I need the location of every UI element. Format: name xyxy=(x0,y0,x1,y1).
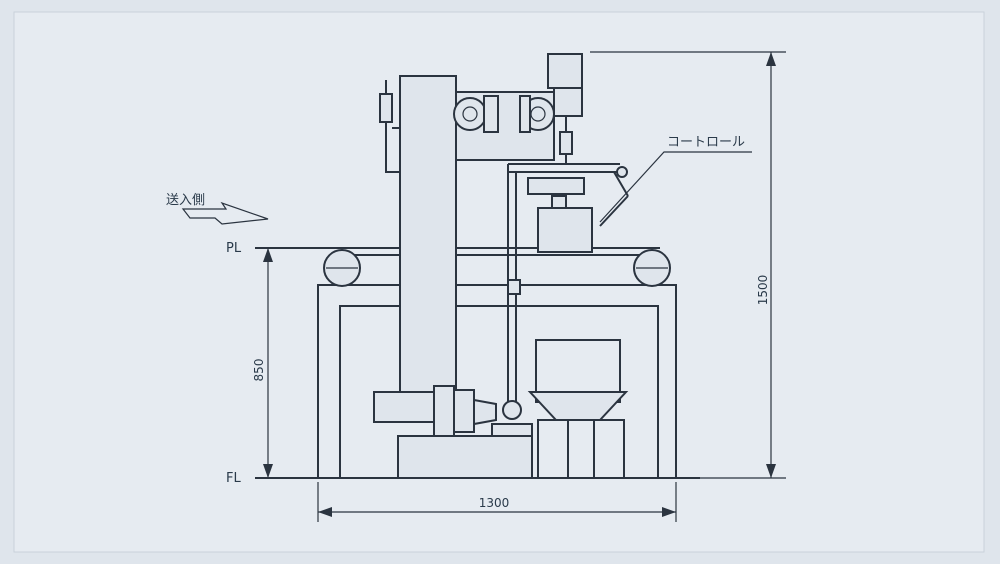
coat-roll-unit xyxy=(537,207,593,253)
coating-tray xyxy=(527,339,629,479)
gauge-body xyxy=(379,93,393,123)
coat-roll-bracket xyxy=(527,177,585,195)
drive-motor xyxy=(373,385,533,479)
coat-roll-leader xyxy=(599,151,752,223)
top-motor xyxy=(547,53,583,89)
main-column xyxy=(399,75,457,417)
pl-label: PL xyxy=(226,241,242,256)
fl-label: FL xyxy=(226,471,241,486)
dim-1500-text: 1500 xyxy=(756,275,770,306)
coat-roll-label: コートロール xyxy=(667,135,745,150)
width-1300-dimension: 1300 xyxy=(317,482,677,522)
feed-side-label: 送入側 xyxy=(166,193,205,208)
head-roll-left xyxy=(453,97,487,131)
dim-850-text: 850 xyxy=(252,359,266,382)
feed-direction-arrow xyxy=(181,201,269,225)
dim-1300-text: 1300 xyxy=(479,496,510,510)
coat-roll-linkage xyxy=(507,163,629,410)
